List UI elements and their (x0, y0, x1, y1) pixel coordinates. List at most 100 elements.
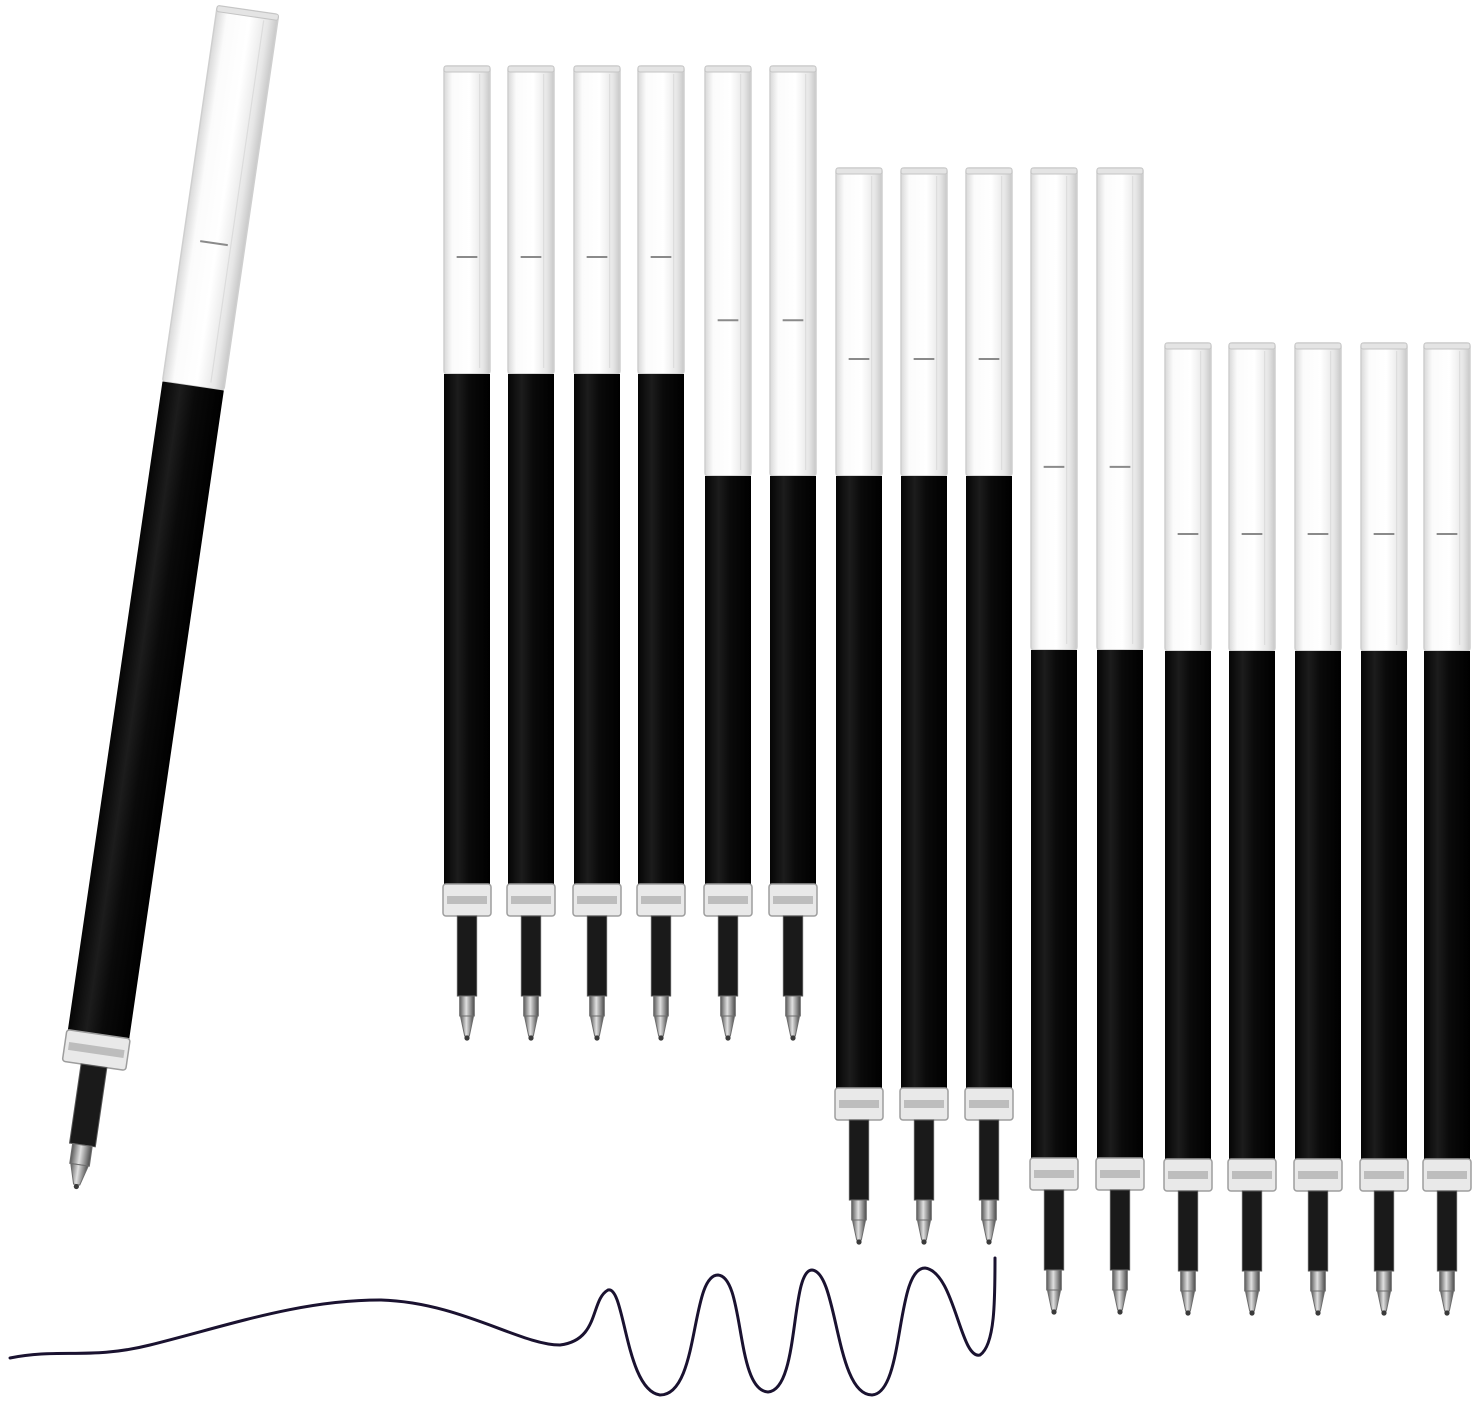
refill (572, 65, 622, 1041)
refill-top-cap (1360, 342, 1408, 350)
refill-feed-tube (586, 915, 608, 997)
refill-clear-tube (704, 65, 752, 477)
refill (442, 65, 492, 1041)
refill-tip-cone (851, 1219, 867, 1241)
refill-tip-cone (1046, 1289, 1062, 1311)
refill-collar-band (708, 896, 748, 904)
refill (964, 167, 1014, 1245)
refill-top-cap (704, 65, 752, 73)
refill-collar-band (447, 896, 487, 904)
refill-ball-point (464, 1035, 470, 1041)
refill-tip-cone (720, 1015, 736, 1037)
refill-clear-tube (1360, 342, 1408, 652)
refill-clear-tube (1228, 342, 1276, 652)
refill-barrel (444, 374, 490, 884)
refill-clear-tube (965, 167, 1013, 477)
refill-barrel (1424, 651, 1470, 1159)
refill-tip-sleeve (916, 1199, 932, 1221)
refill-collar-band (1034, 1170, 1074, 1178)
refill-ball-point (986, 1239, 992, 1245)
refill-top-cap (573, 65, 621, 73)
refill-feed-tube (650, 915, 672, 997)
refill-top-cap (1030, 167, 1078, 175)
refill-tip-sleeve (589, 995, 605, 1017)
refill-ball-point (725, 1035, 731, 1041)
refill-ball-point (1185, 1310, 1191, 1316)
refill-collar-band (511, 896, 551, 904)
refill (1359, 342, 1409, 1316)
refill-tip-sleeve (1376, 1270, 1392, 1292)
refill-top-cap (769, 65, 817, 73)
refill-tip-sleeve (1310, 1270, 1326, 1292)
refill-collar-band (1427, 1171, 1467, 1179)
refill-collar-band (1232, 1171, 1272, 1179)
refill-feed-tube (782, 915, 804, 997)
ink-squiggle-line (8, 1256, 997, 1397)
refill-tip-cone (653, 1015, 669, 1037)
refill (1095, 167, 1145, 1315)
refill-top-cap (1228, 342, 1276, 350)
refill-feed-tube (913, 1119, 935, 1201)
tilted-refill (61, 5, 280, 1190)
refill-tip-cone (1310, 1290, 1326, 1312)
refill-tip-cone (1112, 1289, 1128, 1311)
refill-tip-cone (916, 1219, 932, 1241)
refill-ball-point (658, 1035, 664, 1041)
refill-tip-cone (981, 1219, 997, 1241)
refill-ball-point (1117, 1309, 1123, 1315)
refill-top-cap (443, 65, 491, 73)
refill-feed-tube (456, 915, 478, 997)
refill-feed-tube (1241, 1190, 1263, 1272)
refill-clear-tube (1164, 342, 1212, 652)
refill-tip-cone (1244, 1290, 1260, 1312)
refill (1227, 342, 1277, 1316)
refill-barrel (638, 374, 684, 884)
refill-clear-tube (1294, 342, 1342, 652)
refill-tip-sleeve (1046, 1269, 1062, 1291)
refill (703, 65, 753, 1041)
refill-ball-point (1315, 1310, 1321, 1316)
refill-clear-tube (1096, 167, 1144, 651)
refill (1163, 342, 1213, 1316)
refill (1422, 342, 1472, 1316)
refill-collar-band (839, 1100, 879, 1108)
refill-collar-band (1100, 1170, 1140, 1178)
refill-ball-point (921, 1239, 927, 1245)
refill-barrel (836, 476, 882, 1088)
refill-ball-point (73, 1183, 79, 1190)
refill-top-cap (216, 5, 279, 21)
refill-top-cap (1096, 167, 1144, 175)
refill (1293, 342, 1343, 1316)
refill-barrel (705, 476, 751, 884)
refill (506, 65, 556, 1041)
refill-collar-band (1364, 1171, 1404, 1179)
refill-clear-tube (1030, 167, 1078, 651)
refill-top-cap (900, 167, 948, 175)
refill-tip-sleeve (1244, 1270, 1260, 1292)
refill (899, 167, 949, 1245)
refill (834, 167, 884, 1245)
refill-top-cap (965, 167, 1013, 175)
refill-top-cap (507, 65, 555, 73)
refill-tip-sleeve (1180, 1270, 1196, 1292)
refill-barrel (770, 476, 816, 884)
refill-ball-point (1249, 1310, 1255, 1316)
refill-barrel (1031, 650, 1077, 1158)
refill-tip-sleeve (720, 995, 736, 1017)
refill-clear-tube (835, 167, 883, 477)
refill-clear-tube (637, 65, 685, 375)
refill-tip-cone (1376, 1290, 1392, 1312)
refill-tip-sleeve (69, 1142, 93, 1167)
refill-barrel (1229, 651, 1275, 1159)
refill-top-cap (1164, 342, 1212, 350)
refill-feed-tube (978, 1119, 1000, 1201)
refill-barrel (67, 381, 224, 1039)
refill-feed-tube (1436, 1190, 1458, 1272)
refill-top-cap (637, 65, 685, 73)
refill-top-cap (1294, 342, 1342, 350)
refill-tip-sleeve (785, 995, 801, 1017)
refill-collar-band (641, 896, 681, 904)
refill-feed-tube (1043, 1189, 1065, 1271)
